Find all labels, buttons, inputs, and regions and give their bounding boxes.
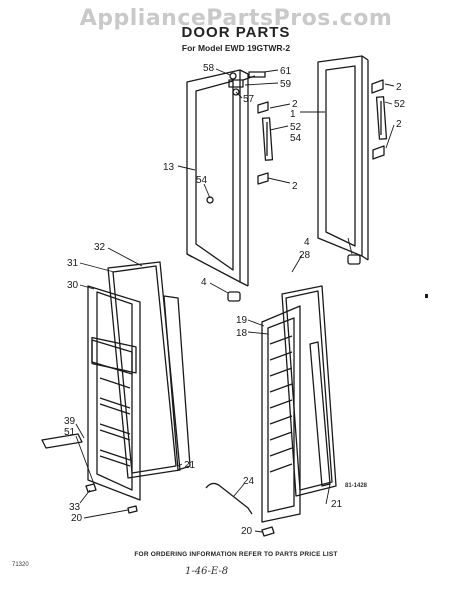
callout: 54: [196, 175, 208, 186]
callout: 19: [236, 315, 248, 326]
callout: 28: [299, 250, 311, 261]
fresh-food-door-panel: [317, 55, 369, 261]
callout: 21: [184, 460, 196, 471]
callout: 18: [236, 328, 248, 339]
model-subtitle: For Model EWD 19GTWR-2: [181, 43, 291, 53]
door-washers: [206, 196, 361, 302]
callout: 51: [64, 427, 76, 438]
top-hinge-assembly: [228, 71, 266, 96]
fresh-food-trim: [205, 482, 275, 537]
callout: 52: [394, 99, 406, 110]
stray-mark: [425, 294, 428, 298]
callout: 31: [67, 258, 79, 269]
callout: 30: [67, 280, 79, 291]
page-title: DOOR PARTS: [181, 24, 291, 41]
callout: 2: [396, 119, 402, 130]
diagram-code: 81-1428: [345, 483, 368, 489]
callout: 57: [243, 94, 255, 105]
callout: 61: [280, 66, 292, 77]
freezer-door-trim: [41, 433, 138, 514]
callout: 32: [94, 242, 106, 253]
callout: 59: [280, 79, 292, 90]
freezer-gasket: [107, 261, 191, 479]
callout: 2: [292, 99, 298, 110]
freezer-hinge-parts: [257, 101, 274, 185]
callout: 2: [396, 82, 402, 93]
ordering-footer: FOR ORDERING INFORMATION REFER TO PARTS …: [134, 551, 338, 558]
fresh-food-hinge-parts: [371, 79, 388, 160]
callout: 21: [331, 499, 343, 510]
callout: 4: [304, 237, 310, 248]
freezer-door-liner: [87, 285, 141, 501]
freezer-door-panel: [186, 69, 249, 287]
fresh-food-door-liner: [261, 305, 301, 523]
callout: 20: [241, 526, 253, 537]
callout: 4: [201, 277, 207, 288]
leader-lines: [75, 68, 395, 533]
callout: 2: [292, 181, 298, 192]
handwritten-note: 1-46-E-8: [185, 566, 229, 577]
callout: 24: [243, 476, 255, 487]
callout: 58: [203, 63, 215, 74]
callout: 39: [64, 416, 76, 427]
callout: 54: [290, 133, 302, 144]
watermark: AppliancePartsPros.com: [79, 6, 393, 31]
left-code: 71320: [12, 562, 29, 568]
callout: 20: [71, 513, 83, 524]
callout: 13: [163, 162, 175, 173]
callout: 1: [290, 109, 296, 120]
callout: 33: [69, 502, 81, 513]
callout-labels: 58 61 59 57 2 1 52 54 13 54 2 2 52 2 4 2…: [64, 63, 406, 537]
callout: 52: [290, 122, 302, 133]
